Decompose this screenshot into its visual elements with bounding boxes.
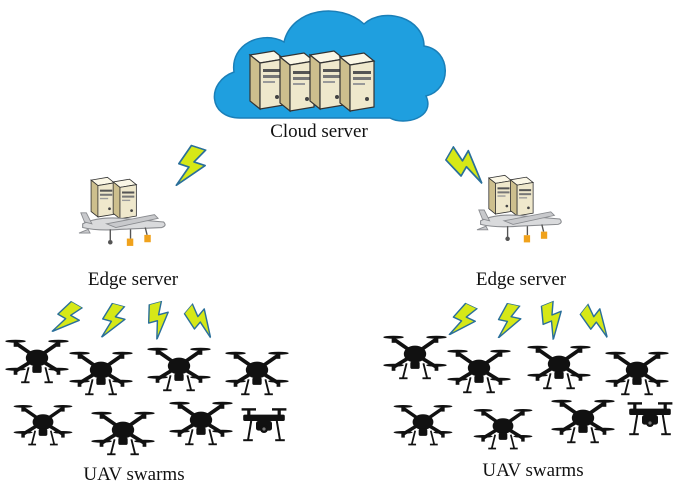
camera-drone-icon [626, 401, 674, 436]
quadcopter-icon [168, 399, 234, 447]
quadcopter-icon [4, 337, 70, 385]
quadcopter-icon [392, 403, 454, 447]
server-tower-icon [279, 52, 315, 112]
wireless-lightning-icon [441, 142, 494, 188]
wireless-lightning-icon [179, 300, 223, 342]
cloud-server-label: Cloud server [270, 121, 368, 142]
uav-swarm-right [382, 333, 674, 451]
fixed-wing-uav-server-icon [79, 177, 165, 246]
wireless-lightning-icon [48, 297, 87, 342]
wireless-lightning-icon [535, 298, 571, 342]
quadcopter-icon [472, 407, 534, 451]
quadcopter-icon [550, 397, 616, 445]
uav-swarms-label-left: UAV swarms [83, 464, 185, 485]
uav-swarms-label-right: UAV swarms [482, 460, 584, 481]
quadcopter-icon [90, 409, 156, 457]
quadcopter-icon [68, 349, 134, 397]
quadcopter-icon [146, 345, 212, 393]
quadcopter-icon [446, 347, 512, 395]
quadcopter-icon [604, 349, 670, 397]
wireless-lightning-icon [445, 299, 482, 344]
quadcopter-icon [224, 349, 290, 397]
wireless-lightning-icon [97, 300, 129, 343]
wireless-lightning-icon [171, 142, 211, 193]
cloud-server-rack [249, 50, 375, 112]
server-tower-icon [339, 52, 375, 112]
quadcopter-icon [12, 403, 74, 447]
edge-server-label-left: Edge server [87, 269, 179, 290]
wireless-lightning-icon [143, 299, 175, 342]
quadcopter-icon [526, 343, 592, 391]
quadcopter-icon [382, 333, 448, 381]
server-tower-icon [249, 50, 285, 110]
camera-drone-icon [240, 407, 288, 442]
edge-server-label-right: Edge server [475, 269, 567, 290]
wireless-lightning-icon [575, 300, 620, 342]
uav-swarm-left [4, 337, 290, 457]
fixed-wing-uav-server-icon [477, 175, 561, 242]
server-tower-icon [309, 50, 345, 110]
wireless-lightning-icon [494, 301, 525, 343]
